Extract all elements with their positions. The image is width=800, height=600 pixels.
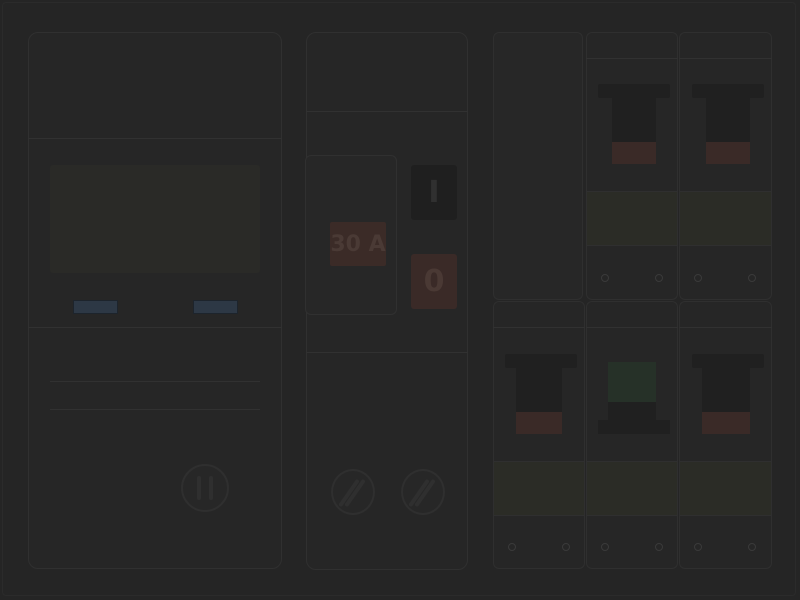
mcb-bottom-1: [493, 301, 585, 569]
terminal-icon: [655, 274, 663, 282]
mcb-divider: [493, 327, 585, 328]
breaker-divider-1: [306, 111, 468, 112]
terminal-icon: [508, 543, 516, 551]
terminal-icon: [748, 543, 756, 551]
mcb-toggle[interactable]: [598, 420, 670, 434]
mcb-off-indicator: [702, 412, 750, 434]
mcb-label-strip: [587, 461, 677, 516]
meter-divider-bottom: [28, 327, 282, 328]
mcb-toggle-stem[interactable]: [516, 368, 562, 412]
screw-icon: [331, 469, 375, 515]
mcb-empty-slot: [493, 32, 583, 300]
meter-button-right[interactable]: [193, 300, 238, 314]
mcb-divider: [679, 327, 772, 328]
off-button[interactable]: 0: [411, 254, 457, 309]
mcb-toggle-stem[interactable]: [608, 402, 656, 420]
mcb-off-indicator: [706, 142, 750, 164]
terminal-icon: [601, 274, 609, 282]
mcb-label-strip: [680, 461, 771, 516]
terminal-icon: [562, 543, 570, 551]
mcb-toggle-stem[interactable]: [612, 98, 656, 142]
terminal-icon: [655, 543, 663, 551]
mcb-divider: [586, 58, 678, 59]
meter-rule-2: [50, 409, 260, 410]
mcb-toggle[interactable]: [692, 354, 764, 368]
terminal-icon: [694, 543, 702, 551]
meter-button-left[interactable]: [73, 300, 118, 314]
mcb-off-indicator: [612, 142, 656, 164]
mcb-toggle-stem[interactable]: [706, 98, 750, 142]
mcb-divider: [679, 58, 772, 59]
meter-display: [50, 165, 260, 273]
mcb-label-strip: [587, 191, 677, 246]
rating-label: 30 A: [330, 222, 386, 266]
meter-module: [28, 32, 282, 569]
breaker-divider-2: [306, 352, 468, 353]
mcb-top-3: [679, 32, 772, 300]
screw-icon: [181, 464, 229, 512]
meter-rule-1: [50, 381, 260, 382]
mcb-label-strip: [680, 191, 771, 246]
terminal-icon: [694, 274, 702, 282]
terminal-icon: [601, 543, 609, 551]
terminal-icon: [748, 274, 756, 282]
mcb-top-2: [586, 32, 678, 300]
mcb-divider: [586, 327, 678, 328]
screw-icon: [401, 469, 445, 515]
mcb-bottom-2: [586, 301, 678, 569]
mcb-bottom-3: [679, 301, 772, 569]
mcb-on-indicator: [608, 362, 656, 402]
mcb-toggle[interactable]: [505, 354, 577, 368]
mcb-toggle-stem[interactable]: [702, 368, 750, 412]
mcb-off-indicator: [516, 412, 562, 434]
mcb-label-strip: [494, 461, 584, 516]
meter-divider-top: [28, 138, 282, 139]
on-button[interactable]: I: [411, 165, 457, 220]
mcb-toggle[interactable]: [692, 84, 764, 98]
mcb-toggle[interactable]: [598, 84, 670, 98]
